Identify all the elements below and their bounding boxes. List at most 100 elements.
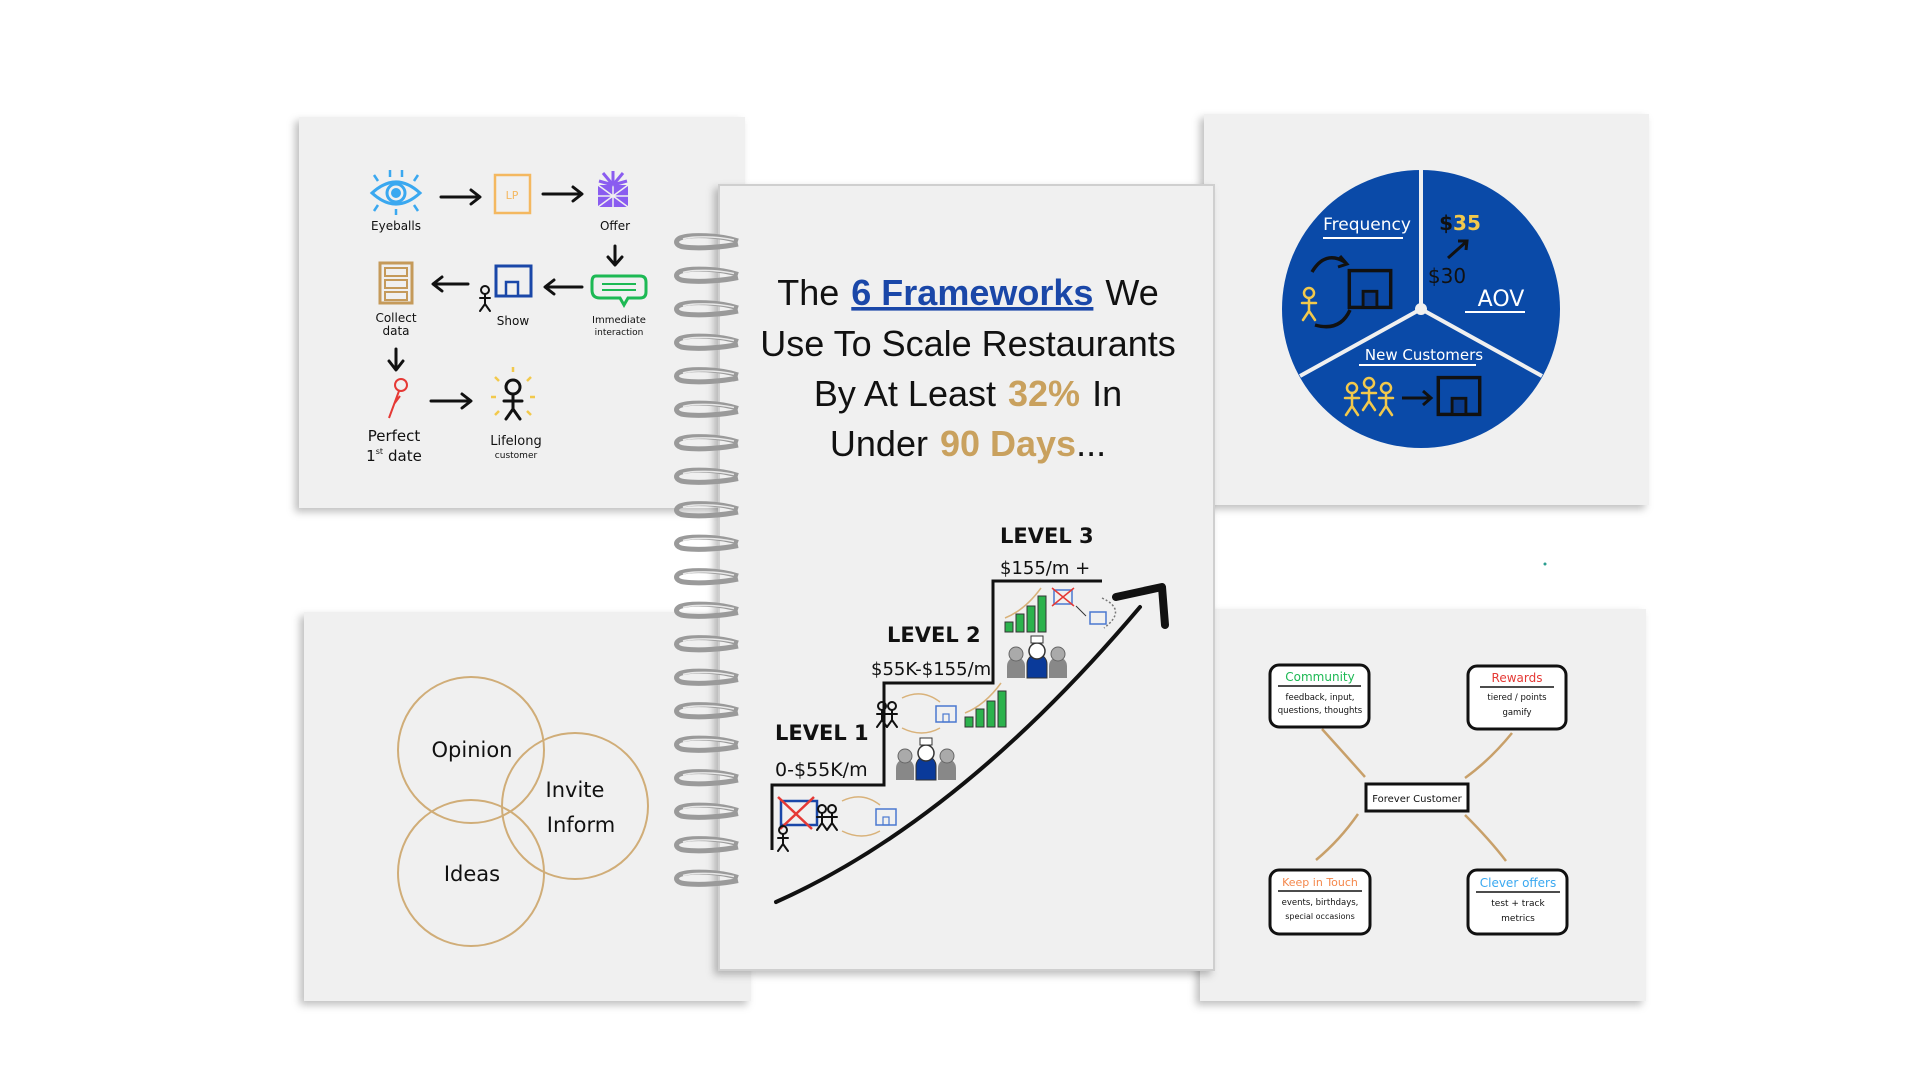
node-text: special occasions — [1285, 912, 1355, 921]
gift-icon — [597, 171, 629, 208]
spiral-ring — [674, 769, 739, 787]
growth-curve — [774, 605, 1142, 904]
label-show: Show — [497, 314, 530, 328]
arrow-right-icon — [429, 392, 473, 410]
spiral-ring-highlight — [682, 403, 735, 409]
mindmap-node-rewards: Rewards tiered / points gamify — [1466, 664, 1568, 731]
mindmap-node-clever-offers: Clever offers test + track metrics — [1466, 868, 1569, 936]
spiral-ring — [674, 836, 739, 854]
mindmap-node-forever-customer: Forever Customer — [1364, 782, 1470, 813]
spiral-ring-highlight — [682, 839, 735, 844]
node-text: events, birthdays, — [1282, 898, 1359, 908]
pie-dividers — [1299, 170, 1543, 378]
mindmap-connectors — [1315, 728, 1513, 862]
node-title: Keep in Touch — [1282, 876, 1358, 889]
arrow-right-icon — [439, 188, 482, 206]
arrow-head-icon — [1112, 583, 1169, 629]
landing-page-icon: LP — [493, 173, 532, 215]
card-customer-journey: Eyeballs LP Offer Immediate interaction … — [299, 117, 745, 508]
label-data: data — [382, 324, 409, 338]
node-text: feedback, input, — [1285, 693, 1354, 703]
label-collect: Collect — [375, 311, 416, 325]
spiral-ring — [674, 367, 739, 385]
spiral-ring-highlight — [682, 604, 735, 610]
level-2-label: LEVEL 2 — [887, 623, 981, 647]
spiral-ring — [674, 400, 739, 418]
node-title: Rewards — [1492, 671, 1543, 685]
spiral-ring — [674, 702, 739, 720]
spiral-ring-highlight — [682, 772, 735, 777]
mindmap-node-community: Community feedback, input, questions, th… — [1268, 663, 1371, 729]
node-text: metrics — [1501, 914, 1535, 924]
rose-icon — [388, 378, 408, 419]
store-transition-icon — [1051, 587, 1117, 629]
spiral-ring — [674, 668, 739, 686]
venn-label-opinion: Opinion — [432, 738, 513, 762]
spiral-ring-highlight — [682, 705, 735, 710]
spiral-ring — [674, 233, 739, 251]
level-1-range: 0-$55K/m — [775, 759, 868, 781]
closed-store-icon — [777, 796, 819, 852]
pie-label-old-price: $30 — [1428, 264, 1466, 288]
level-1-label: LEVEL 1 — [775, 721, 869, 745]
spiral-ring-highlight — [682, 437, 735, 442]
label-lp: LP — [506, 189, 519, 202]
spiral-ring — [674, 434, 739, 452]
spiral-ring-highlight — [682, 738, 735, 744]
spiral-ring — [674, 300, 739, 318]
node-title: Forever Customer — [1372, 794, 1462, 805]
spiral-ring-highlight — [682, 336, 735, 342]
spiral-ring-highlight — [682, 872, 735, 878]
label-perfect: Perfect — [368, 427, 421, 445]
level-2-range: $55K-$155/m — [871, 659, 991, 680]
spiral-ring-highlight — [682, 671, 735, 677]
spiral-ring-highlight — [682, 638, 735, 643]
arrow-left-icon — [543, 278, 584, 296]
mindmap-node-keep-in-touch: Keep in Touch events, birthdays, special… — [1268, 868, 1372, 936]
venn-label-invite: Invite — [546, 778, 605, 802]
spiral-ring-highlight — [682, 805, 735, 811]
spiral-ring-highlight — [682, 269, 735, 275]
increase-arrow-icon — [1447, 239, 1469, 260]
spiral-ring — [674, 333, 739, 351]
label-offer: Offer — [600, 219, 630, 233]
venn-label-inform: Inform — [547, 813, 615, 837]
arrow-right-icon — [541, 185, 584, 203]
node-text: tiered / points — [1487, 693, 1547, 703]
spiral-ring-highlight — [682, 470, 735, 476]
storefront-icon — [479, 264, 533, 312]
node-title: Community — [1285, 670, 1354, 684]
pie-label-aov: AOV — [1478, 287, 1525, 312]
spiral-ring-highlight — [682, 303, 735, 308]
new-customers-icon — [1343, 375, 1482, 417]
repeat-visit-icon — [1300, 255, 1393, 329]
spiral-ring-highlight — [682, 537, 735, 543]
pie-label-frequency: Frequency — [1323, 215, 1411, 235]
label-lifelong: Lifelong — [490, 434, 542, 449]
spiral-ring — [674, 467, 739, 485]
pie-label-new-price: $35 — [1439, 211, 1481, 235]
level-3-range: $155/m + — [1000, 558, 1090, 579]
chat-bubble-icon — [590, 274, 648, 309]
venn-circle-ideas — [397, 799, 545, 947]
card-growth-levers-pie: Frequency $35 $30 AOV New Customers — [1204, 114, 1649, 505]
spiral-ring — [674, 568, 739, 586]
venn-label-ideas: Ideas — [444, 862, 500, 886]
spiral-ring — [674, 802, 739, 820]
spiral-ring — [674, 735, 739, 753]
spiral-ring — [674, 635, 739, 653]
venn-circle-opinion — [397, 676, 545, 824]
arrow-down-icon — [387, 347, 405, 372]
spiral-ring — [674, 601, 739, 619]
label-eyeballs: Eyeballs — [371, 219, 421, 233]
spiral-ring — [674, 534, 739, 552]
label-customer: customer — [495, 451, 538, 461]
level-3-label: LEVEL 3 — [1000, 524, 1094, 548]
spiral-ring-highlight — [682, 571, 735, 576]
card-forever-customer-mindmap: Community feedback, input, questions, th… — [1200, 609, 1646, 1001]
